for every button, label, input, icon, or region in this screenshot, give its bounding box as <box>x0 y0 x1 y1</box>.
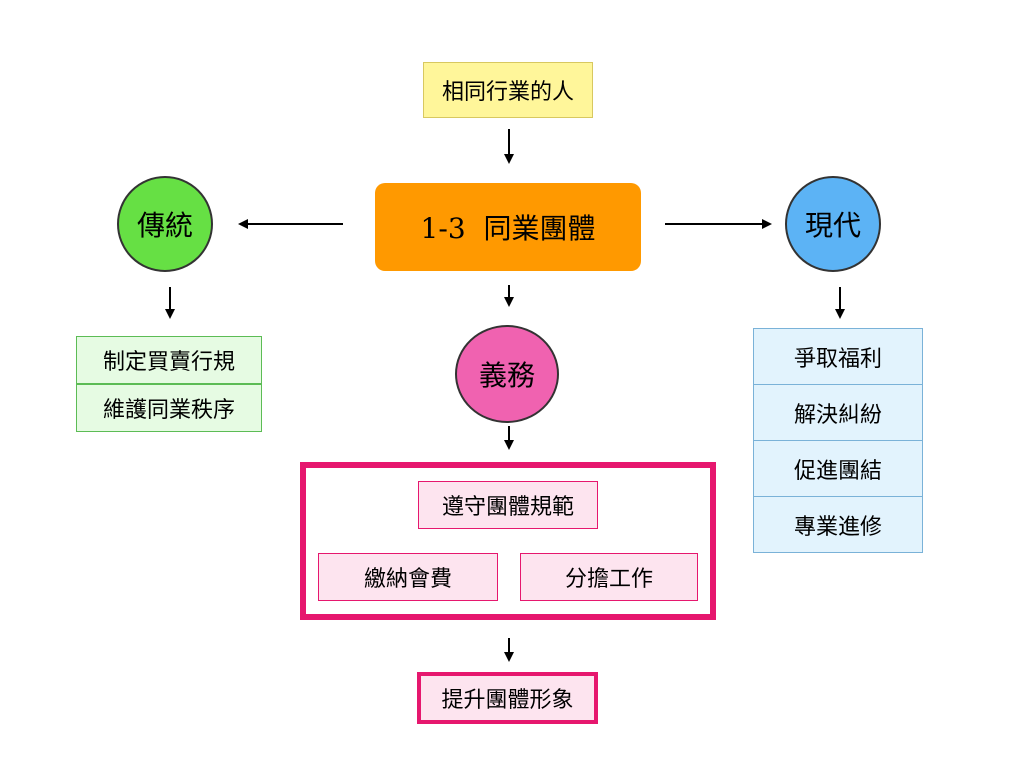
modern-item: 解決糾紛 <box>753 384 923 441</box>
duty-node: 義務 <box>455 325 559 423</box>
modern-item-label: 專業進修 <box>793 514 882 540</box>
duty-item-label: 遵守團體規範 <box>441 495 574 520</box>
main-node-label: 1-3 同業團體 <box>420 212 596 245</box>
traditional-node: 傳統 <box>117 176 213 272</box>
modern-item: 專業進修 <box>753 496 923 553</box>
duty-item-label: 分擔工作 <box>564 567 653 592</box>
modern-item-label: 爭取福利 <box>793 346 882 372</box>
duty-item: 分擔工作 <box>520 553 698 601</box>
duty-item: 繳納會費 <box>318 553 498 601</box>
modern-item-label: 促進團結 <box>793 458 882 484</box>
top-node-label: 相同行業的人 <box>441 80 574 105</box>
duty-item-label: 繳納會費 <box>363 567 452 592</box>
duty-label: 義務 <box>478 359 535 392</box>
modern-item-label: 解決糾紛 <box>793 402 882 428</box>
traditional-item-label: 維護同業秩序 <box>102 398 235 423</box>
traditional-item: 維護同業秩序 <box>76 384 262 432</box>
result-node: 提升團體形象 <box>417 672 598 724</box>
main-node: 1-3 同業團體 <box>375 183 641 271</box>
traditional-label: 傳統 <box>136 209 193 242</box>
traditional-item-label: 制定買賣行規 <box>102 350 235 375</box>
modern-label: 現代 <box>804 209 861 242</box>
modern-node: 現代 <box>785 176 881 272</box>
traditional-item: 制定買賣行規 <box>76 336 262 384</box>
result-label: 提升團體形象 <box>441 688 574 713</box>
top-node: 相同行業的人 <box>423 62 593 118</box>
duty-item: 遵守團體規範 <box>418 481 598 529</box>
